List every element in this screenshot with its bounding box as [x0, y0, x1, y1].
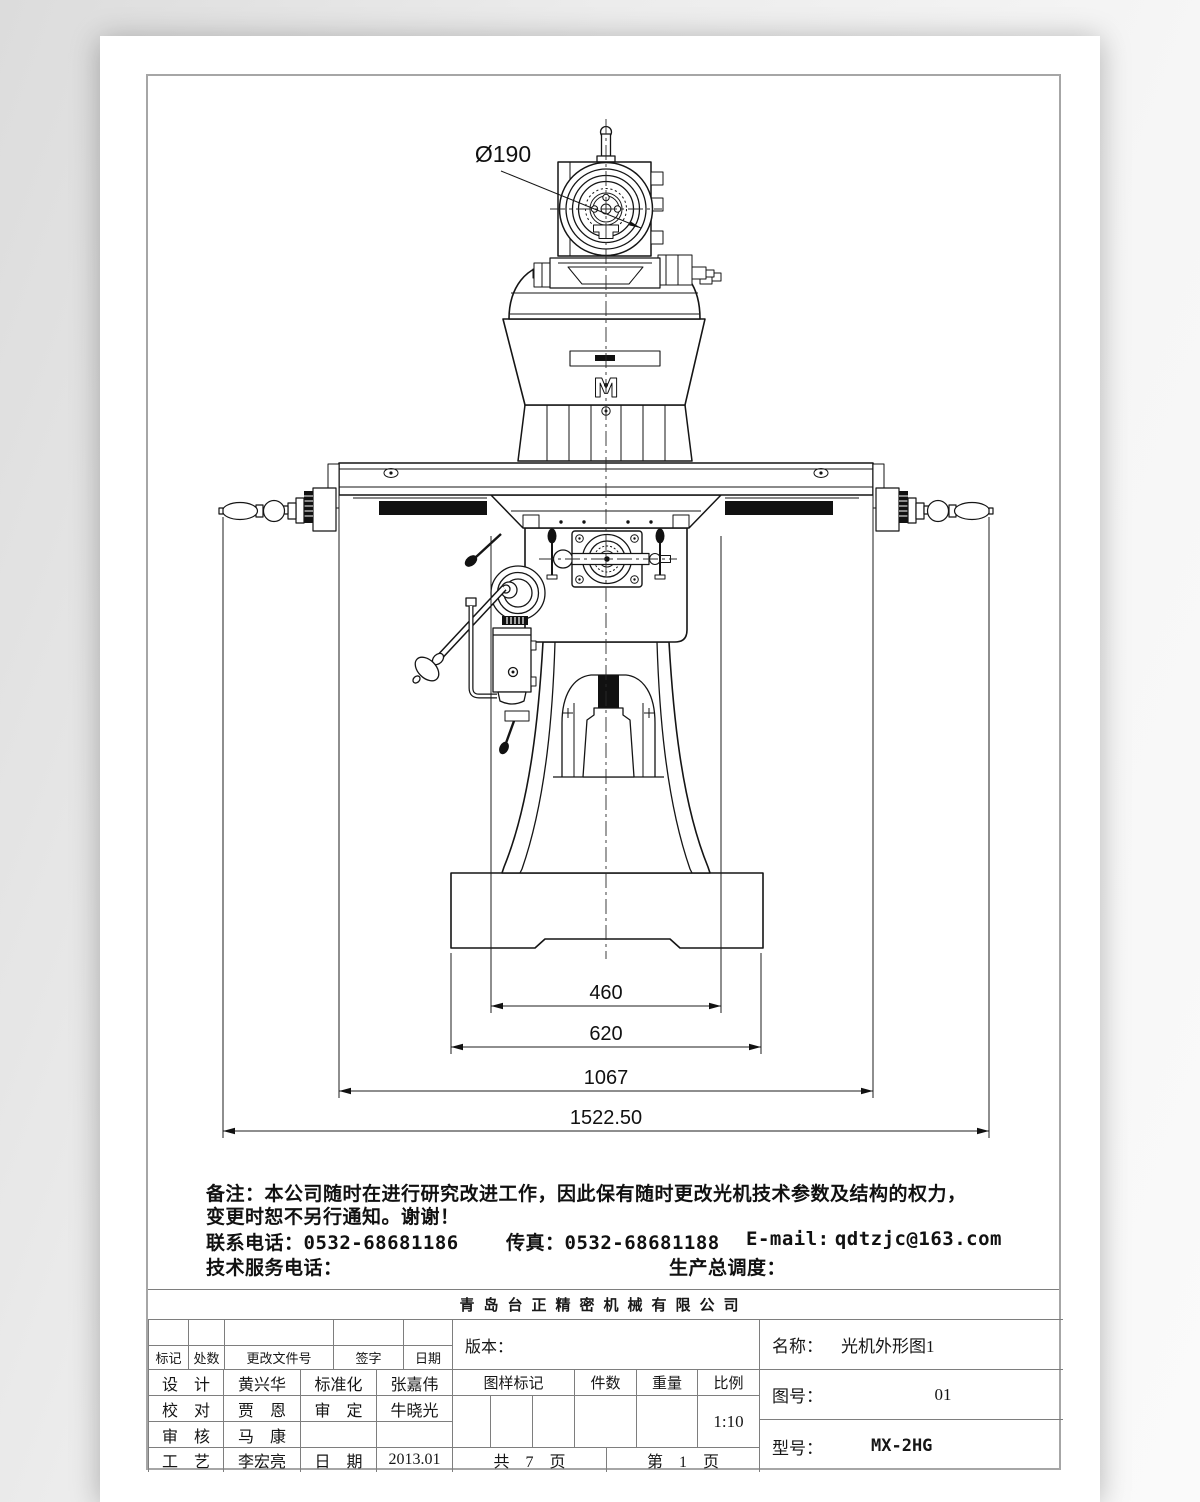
tb-design-name: 黄兴华	[223, 1369, 300, 1395]
machine-drawing: M	[218, 119, 994, 1138]
svg-text:1067: 1067	[584, 1067, 629, 1089]
tb-name-value: 光机外形图1	[841, 1337, 935, 1356]
svg-text:620: 620	[589, 1023, 622, 1045]
tb-qty-value	[574, 1395, 636, 1447]
vertical-feed-crank	[412, 565, 546, 755]
tb-approve-label: 审 定	[300, 1395, 376, 1421]
tb-qty-header: 件数	[574, 1369, 636, 1395]
svg-text:460: 460	[589, 982, 622, 1004]
dimension-1522-50: 1522.50	[223, 1107, 989, 1135]
tb-empty-cell	[188, 1319, 224, 1345]
tb-header-date: 日期	[403, 1345, 452, 1369]
tb-check-name: 贾 恩	[223, 1395, 300, 1421]
head-mount	[533, 254, 715, 289]
tb-name-label: 名称：	[772, 1337, 823, 1356]
tb-process-label: 工 艺	[148, 1447, 223, 1472]
email-label: E-mail:	[746, 1228, 830, 1250]
tb-header-count: 处数	[188, 1345, 224, 1369]
tb-weight-value	[636, 1395, 697, 1447]
tb-pages-total: 共 7 页	[452, 1447, 606, 1472]
spindle-head	[557, 125, 664, 257]
tb-process-name: 李宏亮	[223, 1447, 300, 1472]
machine-base	[450, 872, 764, 949]
tb-version: 版本：	[452, 1319, 759, 1369]
tb-empty-cell	[333, 1319, 403, 1345]
tb-figno-value: 01	[934, 1384, 952, 1404]
diameter-annotation: Ø190	[475, 141, 642, 229]
contact-phone: 联系电话：0532-68681186	[206, 1228, 459, 1255]
tb-date-label: 日 期	[300, 1447, 376, 1472]
tb-check-label: 校 对	[148, 1395, 223, 1421]
fax-value: 0532-68681188	[564, 1232, 720, 1254]
tb-page-current: 第 1 页	[606, 1447, 759, 1472]
tb-weight-header: 重量	[636, 1369, 697, 1395]
diameter-label: Ø190	[475, 141, 531, 167]
tb-design-label: 设 计	[148, 1369, 223, 1395]
tb-empty-cell	[452, 1395, 490, 1447]
title-block: 标记 处数 更改文件号 签字 日期 设 计 黄兴华 标准化 张嘉伟 校 对 贾 …	[148, 1319, 1063, 1472]
email-value: qdtzjc@163.com	[834, 1228, 1002, 1250]
tb-model-label: 型号：	[772, 1438, 823, 1458]
tb-approve-name: 牛晓光	[376, 1395, 452, 1421]
tb-model-value: MX-2HG	[871, 1436, 933, 1456]
head-body: M	[502, 318, 706, 416]
tb-scale-value: 1:10	[697, 1395, 759, 1447]
ribbed-neck	[517, 404, 693, 462]
note-line-2: 变更时恕不另行通知。谢谢！	[206, 1207, 460, 1228]
tb-drawing-mark-header: 图样标记	[452, 1369, 574, 1395]
tb-empty-cell	[490, 1395, 532, 1447]
tb-empty-cell	[376, 1421, 452, 1447]
dispatch-label: 生产总调度：	[669, 1258, 787, 1279]
centerlines	[539, 119, 677, 959]
clamp-levers	[464, 528, 666, 580]
drawing-sheet: M	[100, 36, 1100, 1502]
left-handwheel	[218, 491, 313, 524]
tb-empty-cell	[148, 1319, 188, 1345]
drawing-frame: M	[146, 74, 1063, 1472]
dimension-1067: 1067	[339, 1067, 873, 1095]
tb-figno-row: 图号： 01	[759, 1369, 1063, 1419]
tb-standardize-label: 标准化	[300, 1369, 376, 1395]
note-line-1: 备注：本公司随时在进行研究改进工作，因此保有随时更改光机技术参数及结构的权力，	[206, 1184, 967, 1205]
tb-audit-name: 马 康	[223, 1421, 300, 1447]
tb-empty-cell	[224, 1319, 333, 1345]
tb-name-row: 名称： 光机外形图1	[759, 1319, 1063, 1369]
email: E-mail: qdtzjc@163.com	[746, 1228, 1002, 1251]
fax-label: 传真：	[506, 1233, 565, 1254]
tb-header-docno: 更改文件号	[224, 1345, 333, 1369]
dimensions: 460 620 1067	[222, 498, 990, 1138]
dimension-620: 620	[451, 1023, 761, 1051]
tb-date-value: 2013.01	[376, 1447, 452, 1472]
tb-header-mark: 标记	[148, 1345, 188, 1369]
right-handwheel	[899, 491, 994, 524]
company-name-bar: 青岛台正精密机械有限公司	[148, 1289, 1059, 1319]
tb-empty-cell	[403, 1319, 452, 1345]
fax: 传真：0532-68681188	[506, 1228, 720, 1255]
tb-empty-cell	[300, 1421, 376, 1447]
dimension-460: 460	[491, 982, 721, 1010]
contact-value: 0532-68681186	[303, 1232, 459, 1254]
service-phone-label: 技术服务电话：	[206, 1258, 343, 1279]
tb-audit-label: 审 核	[148, 1421, 223, 1447]
tb-model-row: 型号： MX-2HG	[759, 1419, 1063, 1472]
tb-empty-cell	[532, 1395, 574, 1447]
svg-text:1522.50: 1522.50	[570, 1107, 642, 1129]
tb-header-signature: 签字	[333, 1345, 403, 1369]
table-guideways	[353, 497, 859, 515]
tb-scale-header: 比例	[697, 1369, 759, 1395]
contact-label: 联系电话：	[206, 1233, 304, 1254]
tb-figno-label: 图号：	[772, 1387, 823, 1406]
tb-standardize-name: 张嘉伟	[376, 1369, 452, 1395]
